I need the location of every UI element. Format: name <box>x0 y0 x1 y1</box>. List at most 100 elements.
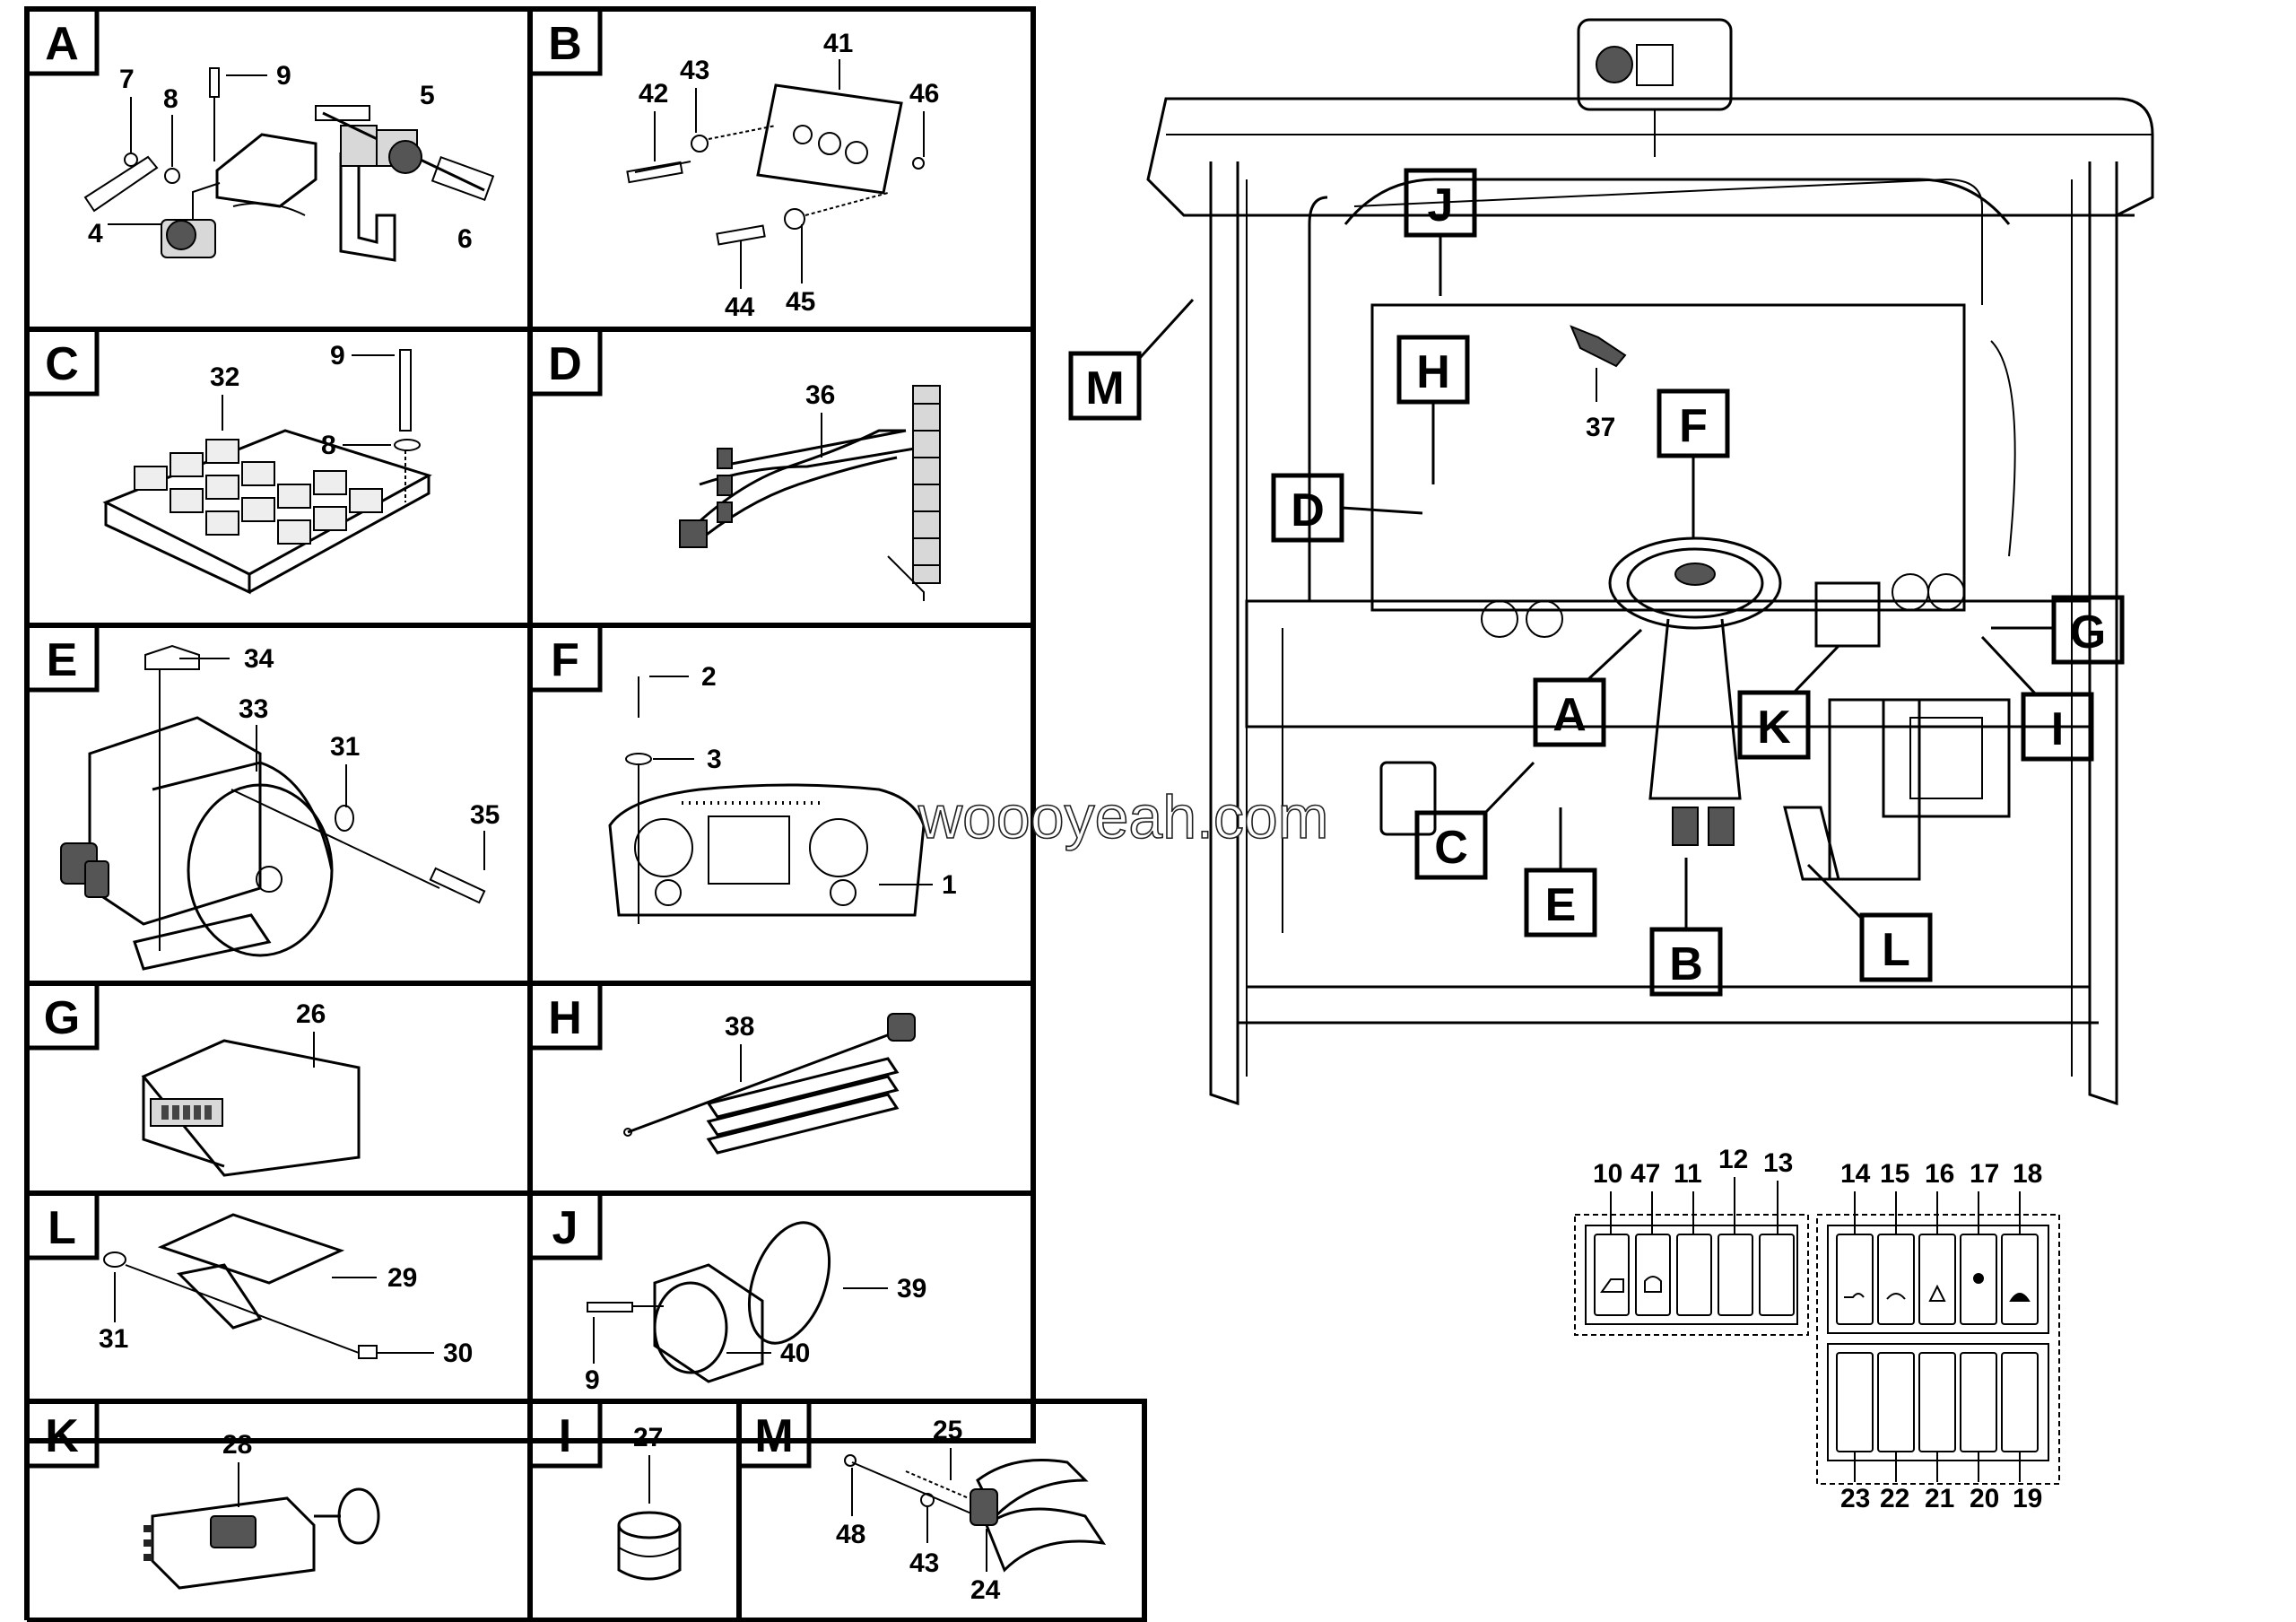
part-label-41: 41 <box>823 29 853 58</box>
switch-label-10: 10 <box>1593 1159 1622 1189</box>
part-label-1: 1 <box>942 870 957 900</box>
switch-panel-right: 14 15 16 17 18 <box>1816 1159 2060 1513</box>
part-label-29: 29 <box>387 1263 417 1293</box>
panel-c: C 32 9 8 <box>24 327 432 595</box>
svg-text:E: E <box>1545 879 1577 931</box>
svg-text:K: K <box>1757 702 1791 754</box>
part-label-31: 31 <box>330 732 360 762</box>
part-label-38: 38 <box>725 1012 754 1042</box>
panel-c-letter: C <box>45 338 79 390</box>
svg-text:A: A <box>1552 689 1587 741</box>
part-label-24: 24 <box>970 1575 1001 1605</box>
part-label-46: 46 <box>909 79 939 109</box>
panel-b-drawing <box>626 59 925 289</box>
switch-panel-left: 10 47 11 12 13 <box>1574 1145 1809 1336</box>
panel-h-letter: H <box>548 992 582 1044</box>
panel-c-drawing <box>102 349 432 595</box>
svg-text:M: M <box>1085 362 1124 414</box>
switch-label-17: 17 <box>1970 1159 1999 1189</box>
svg-text:G: G <box>2070 606 2106 658</box>
part-label-6: 6 <box>457 224 473 254</box>
switch-label-21: 21 <box>1925 1484 1954 1513</box>
panel-f-letter: F <box>551 634 579 686</box>
panel-m: M 25 48 43 24 <box>736 1399 1107 1605</box>
panel-i: I 27 <box>527 1399 682 1581</box>
panel-m-letter: M <box>754 1410 793 1462</box>
panel-k-letter: K <box>45 1410 79 1462</box>
part-label-9: 9 <box>585 1365 600 1395</box>
switch-label-12: 12 <box>1718 1145 1748 1174</box>
svg-text:L: L <box>1882 924 1910 976</box>
svg-text:C: C <box>1434 822 1468 874</box>
switch-label-18: 18 <box>2013 1159 2042 1189</box>
part-label-2: 2 <box>701 662 717 692</box>
part-label-9: 9 <box>276 61 291 91</box>
part-label-45: 45 <box>786 287 815 317</box>
part-label-40: 40 <box>780 1339 810 1368</box>
part-label-43: 43 <box>680 56 709 85</box>
panel-d: D 36 <box>527 327 941 601</box>
callout-f: F <box>1657 388 1730 538</box>
panel-b: B 42 43 41 46 44 45 <box>527 6 939 322</box>
switch-label-15: 15 <box>1880 1159 1909 1189</box>
panel-l: L 29 31 30 <box>24 1190 473 1368</box>
part-label-35: 35 <box>470 800 500 830</box>
panel-e: E 34 33 31 35 <box>24 623 500 971</box>
callout-d: D <box>1271 473 1423 543</box>
part-label-43: 43 <box>909 1548 939 1578</box>
part-label-27: 27 <box>633 1423 663 1452</box>
switch-label-11: 11 <box>1674 1159 1702 1189</box>
panel-g: G 26 <box>24 981 361 1177</box>
part-label-36: 36 <box>805 380 835 410</box>
panel-j-letter: J <box>552 1202 578 1254</box>
panel-a-letter: A <box>45 18 79 70</box>
part-label-25: 25 <box>933 1416 962 1445</box>
svg-text:B: B <box>1669 938 1703 990</box>
part-label-33: 33 <box>239 694 268 724</box>
panel-a-drawing <box>83 67 495 262</box>
switch-icons-right <box>1844 1191 2031 1482</box>
panel-k: K 28 <box>24 1399 380 1590</box>
panel-b-letter: B <box>548 18 582 70</box>
part-label-3: 3 <box>707 745 722 774</box>
switch-label-23: 23 <box>1840 1484 1870 1513</box>
panel-e-letter: E <box>47 634 78 686</box>
part-label-42: 42 <box>639 79 668 109</box>
switch-icons-left <box>1600 1177 1779 1293</box>
panel-k-drawing <box>144 1462 380 1590</box>
callout-c: C <box>1414 761 1535 880</box>
part-label-8: 8 <box>163 84 178 114</box>
switch-label-14: 14 <box>1840 1159 1871 1189</box>
callout-h: H <box>1396 335 1470 484</box>
svg-text:J: J <box>1428 179 1454 231</box>
switch-label-13: 13 <box>1763 1148 1793 1178</box>
callout-e: E <box>1524 807 1597 937</box>
svg-text:I: I <box>2051 703 2064 755</box>
callout-k: K <box>1737 644 1840 760</box>
panel-i-drawing <box>617 1455 682 1581</box>
switch-label-19: 19 <box>2013 1484 2042 1513</box>
panel-g-drawing <box>141 1032 361 1177</box>
panel-i-letter: I <box>559 1410 571 1462</box>
part-label-34: 34 <box>244 644 274 674</box>
panel-h-drawing <box>623 1013 916 1155</box>
part-label-9: 9 <box>330 341 345 371</box>
part-label-30: 30 <box>443 1339 473 1368</box>
svg-text:H: H <box>1416 346 1450 398</box>
panel-a: A 7 8 9 5 4 6 <box>24 6 495 262</box>
part-label-32: 32 <box>210 362 239 392</box>
part-label-5: 5 <box>420 81 435 110</box>
panel-f: F 2 3 1 <box>527 623 957 924</box>
panel-l-letter: L <box>48 1202 76 1254</box>
part-label-26: 26 <box>296 999 326 1029</box>
svg-text:D: D <box>1291 484 1325 536</box>
callout-g: G <box>1991 595 2125 665</box>
cab-illustration <box>1146 18 2154 1106</box>
callout-l: L <box>1806 863 1933 982</box>
part-label-48: 48 <box>836 1520 865 1549</box>
part-label-37: 37 <box>1586 413 1615 442</box>
panel-l-drawing <box>103 1213 434 1359</box>
panel-j: J 39 9 40 <box>527 1190 926 1395</box>
callout-j: J <box>1404 168 1477 296</box>
